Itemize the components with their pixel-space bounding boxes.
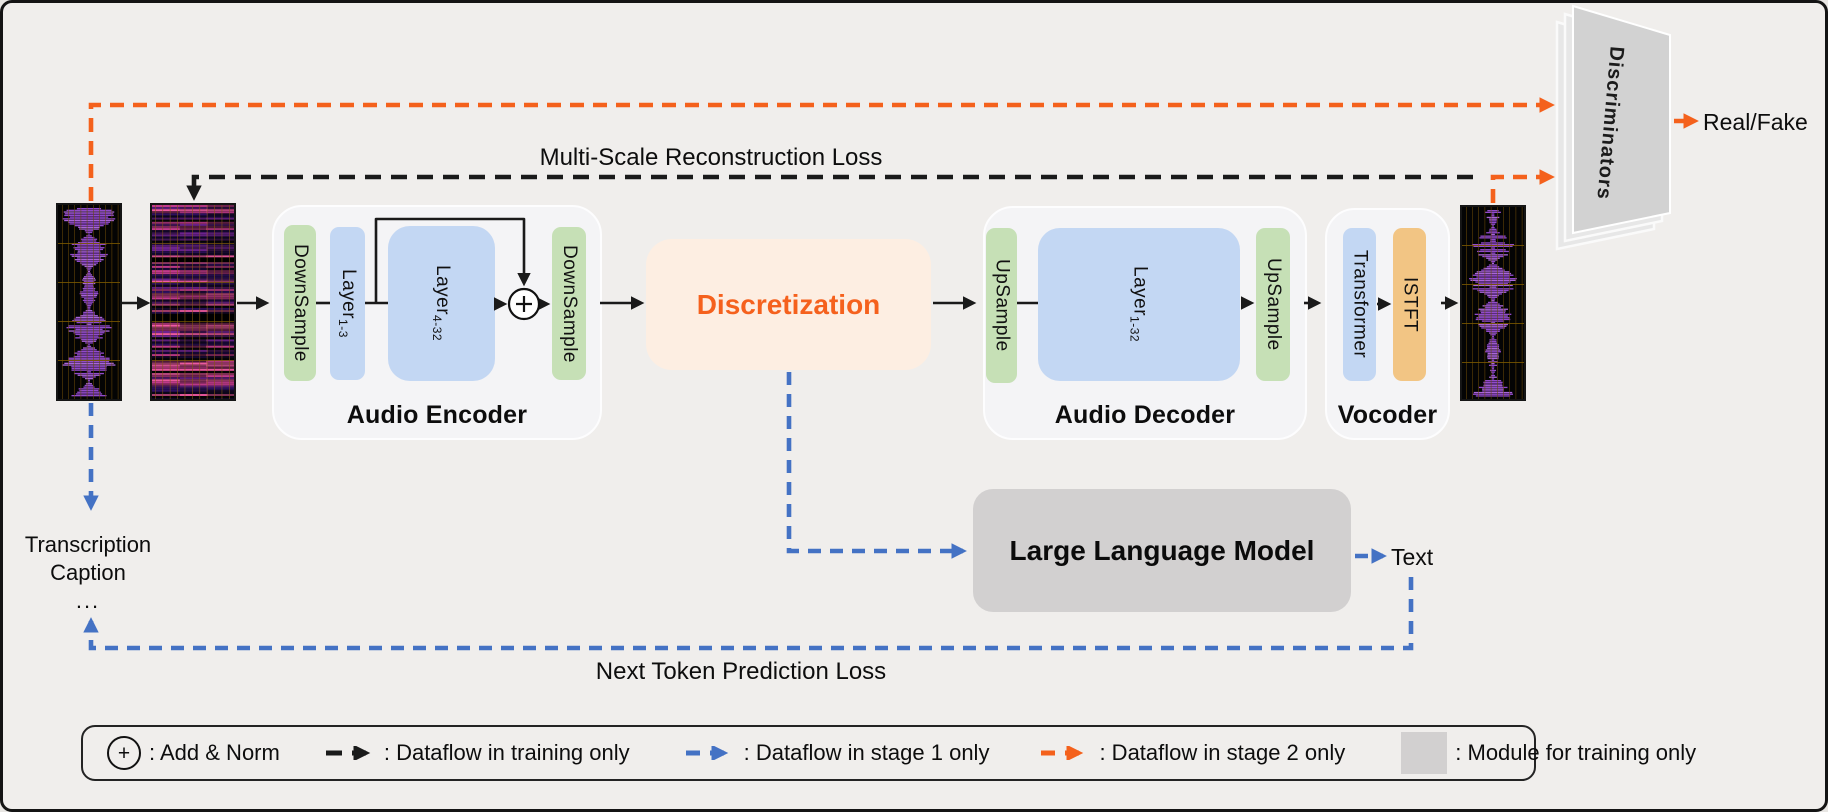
ellipsis-label: ...	[75, 588, 101, 613]
output-waveform-image	[1460, 205, 1526, 401]
legend-stage2-flow: : Dataflow in stage 2 only	[1037, 740, 1345, 766]
decoder-upsample-out: UpSample	[1256, 228, 1290, 381]
legend-training-module: : Module for training only	[1401, 732, 1696, 774]
next-token-loss-label: Next Token Prediction Loss	[595, 658, 887, 685]
input-spectrogram-image	[150, 203, 236, 401]
waveform-graphic	[58, 205, 120, 399]
discretization-block: Discretization	[646, 239, 931, 370]
decoder-layer-1-32: Layer1-32	[1038, 228, 1240, 381]
input-waveform-image	[56, 203, 122, 401]
legend-stage1-flow: : Dataflow in stage 1 only	[682, 740, 989, 766]
legend: + : Add & Norm : Dataflow in training on…	[81, 725, 1696, 781]
decoder-upsample-in: UpSample	[986, 228, 1017, 383]
vocoder-title: Vocoder	[1337, 401, 1438, 429]
black-dashed-arrow-icon	[325, 746, 371, 760]
encoder-layer-1-3: Layer1-3	[330, 227, 365, 380]
discriminators-label: Discriminators	[1591, 45, 1628, 201]
real-fake-label: Real/Fake	[1703, 109, 1808, 135]
blue-dashed-arrow-icon	[685, 746, 728, 760]
vocoder-istft: ISTFT	[1393, 228, 1426, 381]
discriminator-card-front	[1572, 4, 1671, 235]
llm-block: Large Language Model	[973, 489, 1351, 612]
gray-module-icon	[1401, 732, 1448, 774]
encoder-downsample-in: DownSample	[284, 225, 316, 381]
legend-add-norm: + : Add & Norm	[107, 736, 280, 770]
reconstruction-loss-path	[186, 174, 1473, 201]
legend-training-flow: : Dataflow in training only	[322, 740, 630, 766]
transcription-label: Transcription	[24, 532, 152, 557]
encoder-downsample-out: DownSample	[552, 227, 586, 380]
stage2-output-to-discriminators	[1490, 169, 1555, 203]
encoder-layer-4-32: Layer4-32	[388, 226, 495, 381]
add-norm-icon: +	[107, 736, 141, 770]
reconstruction-loss-label: Multi-Scale Reconstruction Loss	[539, 144, 883, 171]
text-input-labels: Transcription Caption ...	[13, 531, 163, 615]
stage1-discretization-to-llm	[786, 372, 967, 559]
text-output-label: Text	[1391, 544, 1434, 570]
spectrogram-graphic	[152, 205, 234, 399]
audio-decoder-title: Audio Decoder	[1054, 401, 1236, 429]
discriminators-label-wrap: Discriminators	[1586, 31, 1632, 215]
audio-encoder-title: Audio Encoder	[346, 401, 528, 429]
vocoder-transformer: Transformer	[1343, 228, 1376, 381]
waveform-graphic	[1462, 207, 1524, 399]
discriminators-stack	[1555, 4, 1671, 251]
caption-label: Caption	[50, 560, 126, 585]
orange-dashed-arrow-icon	[1041, 746, 1084, 760]
